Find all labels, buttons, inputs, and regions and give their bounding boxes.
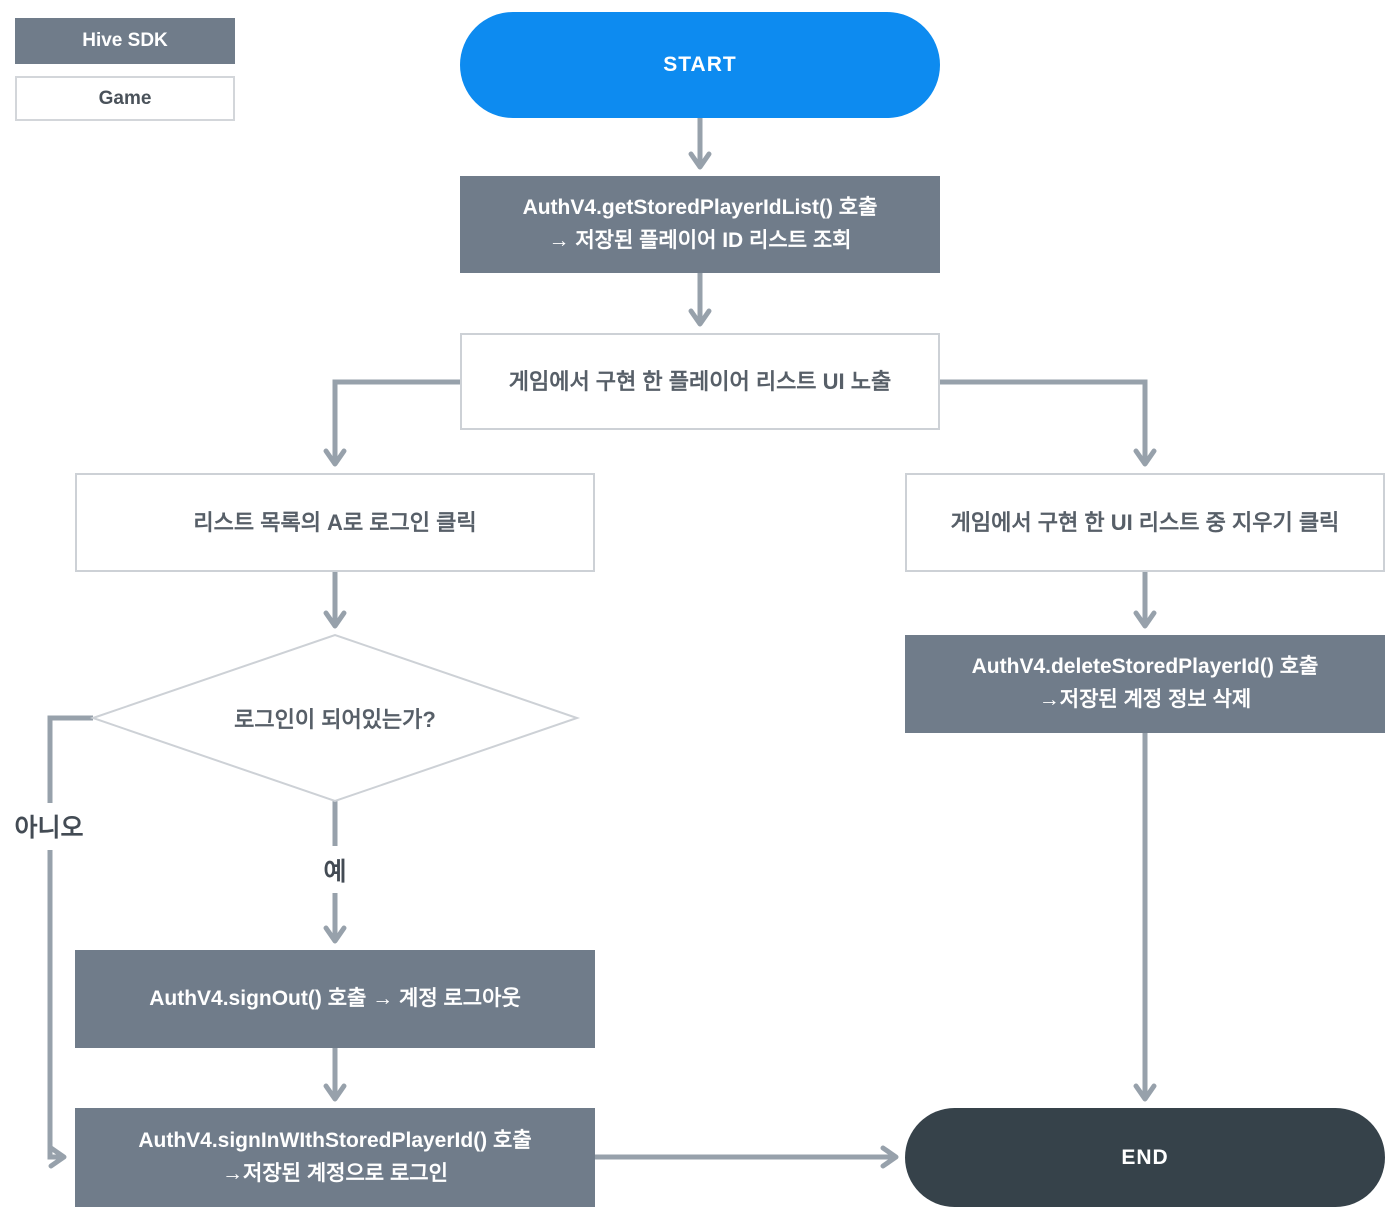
node-sign-in-with-stored-player-id-line2: →저장된 계정으로 로그인	[222, 1161, 448, 1185]
legend-hive-sdk: Hive SDK	[15, 18, 235, 64]
node-show-player-list-ui-label: 게임에서 구현 한 플레이어 리스트 UI 노출	[508, 368, 892, 394]
edge-label-yes-text: 예	[323, 858, 347, 886]
edge-label-no-text: 아니오	[14, 814, 84, 842]
edge-decision-no-upper	[47, 715, 93, 803]
node-login-click: 리스트 목록의 A로 로그인 클릭	[75, 473, 595, 572]
node-get-stored-player-id-list-line2: → 저장된 플레이어 ID 리스트 조회	[548, 228, 852, 252]
node-get-stored-player-id-list-line1: AuthV4.getStoredPlayerIdList() 호출	[522, 195, 878, 219]
node-delete-stored-player-id-line1: AuthV4.deleteStoredPlayerId() 호출	[971, 655, 1319, 679]
node-delete-stored-player-id-text: AuthV4.deleteStoredPlayerId() 호출 →저장된 계정…	[972, 651, 1319, 716]
edge-listui-to-loginclick	[323, 379, 460, 467]
node-end-label: END	[1121, 1145, 1169, 1169]
legend-game: Game	[15, 76, 235, 121]
node-delete-stored-player-id-line2: →저장된 계정 정보 삭제	[1038, 688, 1252, 711]
node-sign-out-label: AuthV4.signOut() 호출 → 계정 로그아웃	[149, 986, 521, 1010]
node-sign-out: AuthV4.signOut() 호출 → 계정 로그아웃	[75, 950, 595, 1048]
node-get-stored-player-id-list-text: AuthV4.getStoredPlayerIdList() 호출 → 저장된 …	[523, 192, 878, 257]
node-decision-logged-in-label: 로그인이 되어있는가?	[234, 707, 436, 732]
node-login-click-label: 리스트 목록의 A로 로그인 클릭	[193, 509, 477, 535]
node-get-stored-player-id-list: AuthV4.getStoredPlayerIdList() 호출 → 저장된 …	[460, 176, 940, 273]
decision-diamond-shape	[89, 633, 581, 803]
node-show-player-list-ui: 게임에서 구현 한 플레이어 리스트 UI 노출	[460, 333, 940, 430]
node-sign-in-with-stored-player-id-text: AuthV4.signInWIthStoredPlayerId() 호출 →저장…	[138, 1125, 531, 1190]
node-delete-click: 게임에서 구현 한 UI 리스트 중 지우기 클릭	[905, 473, 1385, 572]
node-start-label: START	[663, 53, 737, 76]
legend-hive-sdk-label: Hive SDK	[82, 30, 168, 51]
node-sign-in-with-stored-player-id-line1: AuthV4.signInWIthStoredPlayerId() 호출	[138, 1128, 532, 1152]
edge-label-no: 아니오	[10, 806, 88, 846]
edge-listui-to-deleteclick	[940, 379, 1157, 467]
legend-game-label: Game	[98, 87, 152, 109]
edge-label-yes: 예	[310, 850, 360, 890]
node-start: START	[460, 12, 940, 118]
node-end: END	[905, 1108, 1385, 1207]
node-delete-stored-player-id: AuthV4.deleteStoredPlayerId() 호출 →저장된 계정…	[905, 635, 1385, 733]
edge-decision-no-lower	[47, 850, 67, 1169]
node-sign-in-with-stored-player-id: AuthV4.signInWIthStoredPlayerId() 호출 →저장…	[75, 1108, 595, 1207]
node-decision-logged-in: 로그인이 되어있는가?	[135, 690, 535, 746]
node-delete-click-label: 게임에서 구현 한 UI 리스트 중 지우기 클릭	[950, 509, 1340, 535]
